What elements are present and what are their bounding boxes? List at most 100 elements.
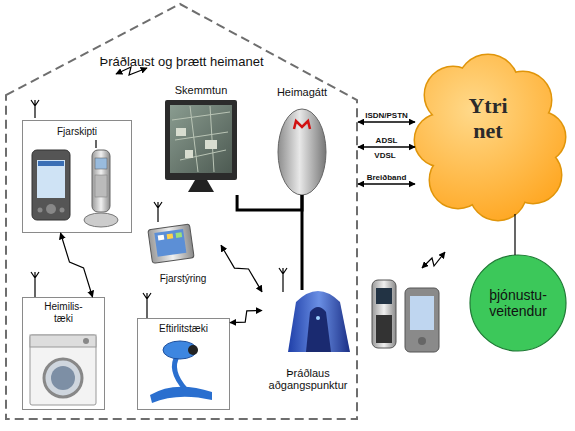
cordless-phone [95,175,107,197]
remote-tablet [148,224,194,264]
mobile-phone [372,280,396,348]
wireless-symbol [422,252,445,268]
node-label: Fjarstýring [145,273,221,285]
pda-device [60,208,65,213]
washing-machine [30,335,96,405]
pda-device [32,150,70,220]
remote-tablet [176,232,183,238]
monitor [188,180,214,192]
pda-device [410,296,434,330]
surveillance-camera [163,341,197,359]
pda-device [418,337,426,345]
antenna-symbol [143,293,151,318]
antenna-symbol [31,272,39,297]
monitor [165,100,237,180]
surveillance-camera [174,355,186,390]
cordless-phone [84,140,118,227]
network-link [301,195,304,290]
provider-circle: þjónustu- veitendur [468,253,568,353]
washing-machine [30,335,96,347]
remote-tablet [167,233,174,239]
cordless-phone [84,213,118,227]
device-node: Fjarstýring [145,218,221,286]
access-point-device [288,291,350,352]
link-label: Breiðband [347,173,427,182]
pda-device [37,160,65,198]
monitor [170,105,232,173]
text-block: Fjarskipti [22,126,132,138]
node-label: Eftirlitstæki [137,323,230,335]
node-label: Þráðlaust og þrætt heimanet [5,55,358,70]
link-label: ISDN/PSTN [347,111,427,120]
node-label: Skemmtun [160,84,242,97]
cordless-phone [95,140,97,148]
remote-tablet [148,224,194,264]
text-block: Skemmtun [160,84,242,97]
text-block: Heimagátt [268,86,336,99]
text-block: Fjarstýring [145,273,221,285]
gateway-device [294,121,310,129]
network-link [237,195,302,210]
pda-device [46,204,56,214]
provider-circle-shape [470,255,566,351]
network-link [358,183,415,184]
mobile-phone [372,280,396,348]
antenna-symbol [279,268,287,292]
text-block: Eftirlitstæki [137,323,230,335]
wireless-symbol [116,67,445,268]
pda-device [405,288,439,352]
surveillance-camera [188,345,198,355]
cloud-outline [440,92,536,188]
cloud-fill [440,92,536,188]
text-block: Þráðlaus aðgangspunktur [262,367,354,392]
wireless-link [230,310,262,322]
text-block: Heimilis- tæki [38,301,90,324]
pda-device [405,288,439,352]
pda-device [38,208,43,213]
remote-tablet [158,235,165,241]
access-point-device [316,316,320,320]
mobile-phone [376,288,392,304]
pda-device [38,161,64,166]
device-group-box: Fjarskipti [22,120,132,233]
monitor [165,100,237,192]
device-group-box: Eftirlitstæki [137,318,230,410]
house-outline [6,4,357,419]
gateway-device [278,109,326,195]
gateway-device [278,109,326,195]
device-group-box: Heimilis- tæki [22,297,105,410]
washing-machine [83,338,89,344]
node-label: Heimilis- tæki [38,301,90,324]
node-label: þjónustu- veitendur [478,287,558,319]
link-label: VDSL [360,151,410,160]
node-label: Fjarskipti [22,126,132,138]
surveillance-camera [150,341,212,403]
device-node: Skemmtun [160,82,242,197]
monitor [176,128,217,158]
wireless-link [61,233,93,297]
washing-machine [51,366,75,390]
text-block: Ytri net [458,93,518,144]
link-label: ADSL [347,136,427,145]
node-label: Heimagátt [268,86,336,99]
monitor [172,106,230,172]
text-block: Þráðlaust og þrætt heimanet [5,55,358,70]
surveillance-camera [150,387,212,403]
node-label: Ytri net [458,93,518,144]
mobile-phone [376,315,392,343]
washing-machine [30,335,96,405]
cordless-phone [92,150,110,212]
washing-machine [44,359,82,397]
home-network-outline: Þráðlaust og þrætt heimanetFjarskipti Ske… [5,3,358,420]
device-node: Þráðlaus aðgangspunktur [262,278,354,394]
wireless-link [221,245,262,292]
network-link [358,146,415,147]
antenna-symbol [154,202,162,222]
device-node: Heimagátt [268,84,336,196]
access-point-device [306,307,331,352]
node-label: Þráðlaus aðgangspunktur [262,367,354,392]
cordless-phone [95,158,107,169]
antenna-symbol [31,100,39,118]
network-link [514,214,515,255]
